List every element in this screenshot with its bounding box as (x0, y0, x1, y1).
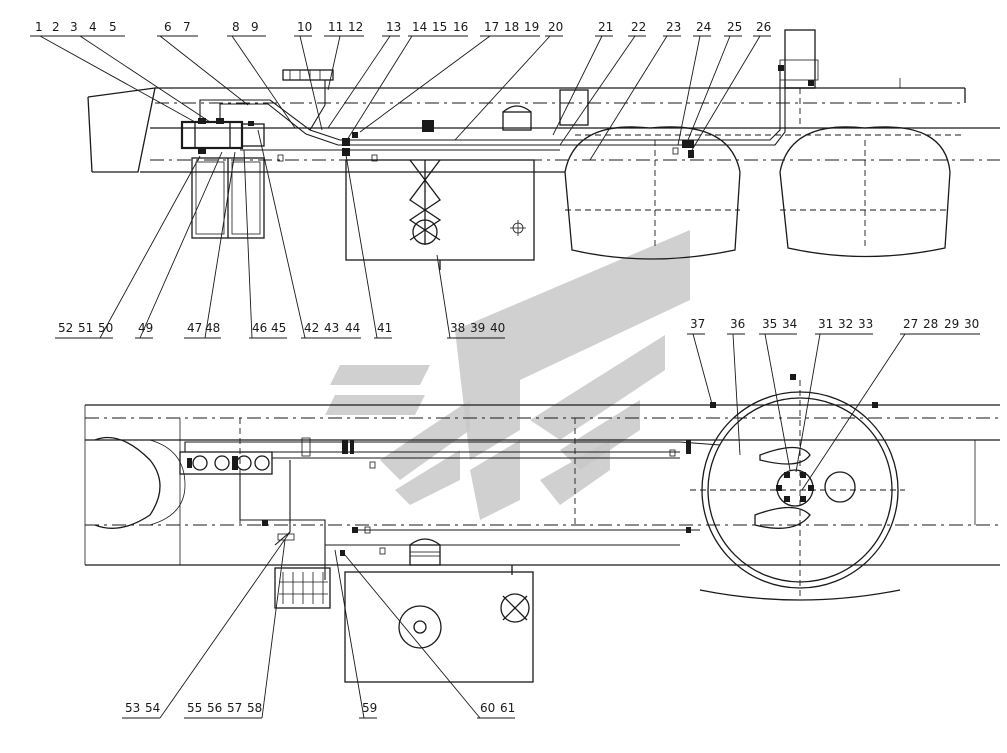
callout-label: 19 (524, 20, 539, 34)
callout-label: 36 (730, 317, 745, 331)
callout-label: 45 (271, 321, 286, 335)
callout-label: 2 (52, 20, 60, 34)
callout-label: 60 (480, 701, 495, 715)
callout-label: 35 (762, 317, 777, 331)
callout-label: 51 (78, 321, 93, 335)
callout-label: 31 (818, 317, 833, 331)
callout-label: 23 (666, 20, 681, 34)
callout-label: 7 (183, 20, 191, 34)
bottom-view (84, 374, 1000, 683)
callout-label: 48 (205, 321, 220, 335)
callout-label: 8 (232, 20, 240, 34)
callout-label: 1 (35, 20, 43, 34)
callout-label: 13 (386, 20, 401, 34)
watermark-logo (325, 230, 690, 520)
callout-label: 40 (490, 321, 505, 335)
callout-label: 52 (58, 321, 73, 335)
callout-label: 29 (944, 317, 959, 331)
callout-label: 4 (89, 20, 97, 34)
callout-labels: 1 2 3 4 5 6 7 8 9 10 11 12 13 14 15 16 1… (30, 20, 980, 719)
callout-label: 43 (324, 321, 339, 335)
callout-label: 15 (432, 20, 447, 34)
top-view (87, 29, 1000, 270)
callout-label: 46 (252, 321, 267, 335)
callout-label: 58 (247, 701, 262, 715)
callout-label: 34 (782, 317, 797, 331)
callout-label: 61 (500, 701, 515, 715)
callout-label: 21 (598, 20, 613, 34)
callout-label: 55 (187, 701, 202, 715)
callout-label: 38 (450, 321, 465, 335)
callout-label: 47 (187, 321, 202, 335)
callout-label: 37 (690, 317, 705, 331)
callout-label: 3 (70, 20, 78, 34)
callout-label: 12 (348, 20, 363, 34)
callout-label: 16 (453, 20, 468, 34)
callout-label: 5 (109, 20, 117, 34)
callout-label: 41 (377, 321, 392, 335)
callout-label: 44 (345, 321, 360, 335)
callout-label: 25 (727, 20, 742, 34)
callout-label: 53 (125, 701, 140, 715)
callout-label: 32 (838, 317, 853, 331)
callout-label: 14 (412, 20, 427, 34)
callout-label: 20 (548, 20, 563, 34)
callout-label: 57 (227, 701, 242, 715)
callout-label: 28 (923, 317, 938, 331)
callout-label: 27 (903, 317, 918, 331)
callout-label: 22 (631, 20, 646, 34)
callout-label: 6 (164, 20, 172, 34)
callout-label: 30 (964, 317, 979, 331)
callout-label: 9 (251, 20, 259, 34)
callout-label: 17 (484, 20, 499, 34)
callout-label: 33 (858, 317, 873, 331)
callout-label: 54 (145, 701, 160, 715)
callout-label: 56 (207, 701, 222, 715)
callout-label: 24 (696, 20, 711, 34)
callout-label: 10 (297, 20, 312, 34)
callout-label: 11 (328, 20, 343, 34)
callout-label: 42 (304, 321, 319, 335)
callout-label: 49 (138, 321, 153, 335)
callout-label: 59 (362, 701, 377, 715)
callout-label: 18 (504, 20, 519, 34)
callout-label: 39 (470, 321, 485, 335)
callout-label: 26 (756, 20, 771, 34)
